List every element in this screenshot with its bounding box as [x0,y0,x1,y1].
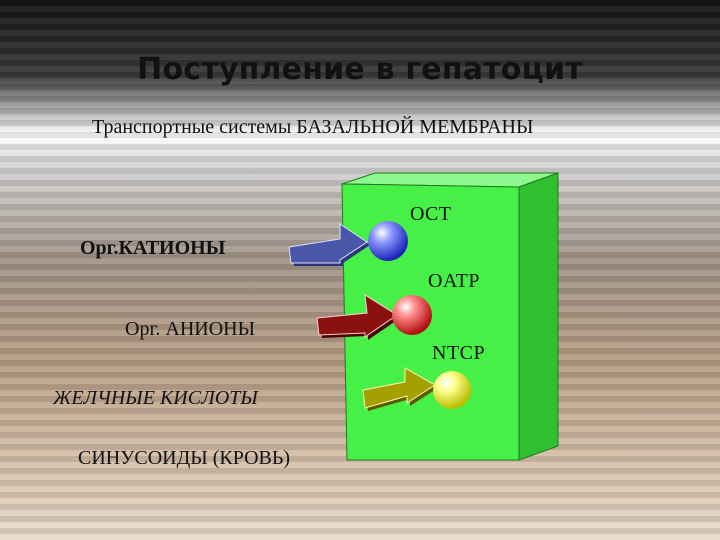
cations-label: Орг.КАТИОНЫ [80,237,226,259]
bile-acid-arrow [362,367,438,411]
anions-label: Орг. АНИОНЫ [125,318,256,340]
oatp-label: OATP [428,270,481,292]
bile-acids-label: ЖЕЛЧНЫЕ КИСЛОТЫ [53,387,258,409]
cation-arrow [288,223,370,266]
oatp-sphere [392,295,432,335]
oct-label: OCT [410,203,452,225]
block-side [518,172,559,461]
ntcp-sphere [433,371,471,409]
sinusoids-label: СИНУСОИДЫ (КРОВЬ) [78,447,290,469]
anion-arrow [316,294,400,340]
ntcp-label: NTCP [432,342,486,364]
slide-subtitle: Транспортные системы БАЗАЛЬНОЙ МЕМБРАНЫ [92,116,534,138]
slide-title: Поступление в гепатоцит [137,52,583,87]
oct-sphere [368,221,408,261]
